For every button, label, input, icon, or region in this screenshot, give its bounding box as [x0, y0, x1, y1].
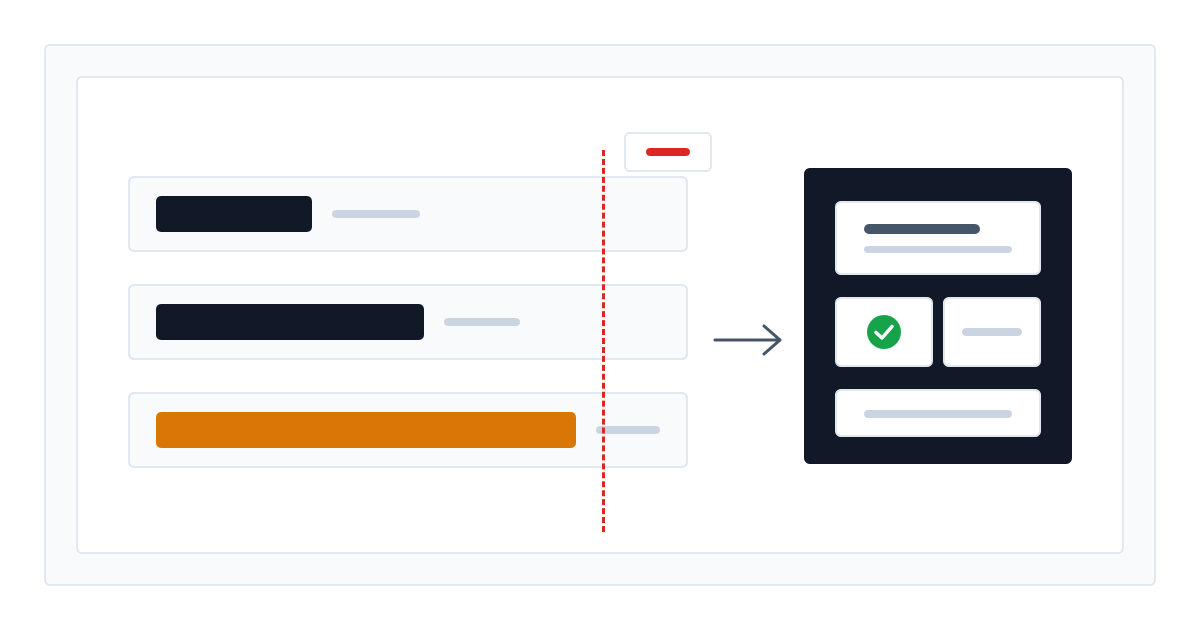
limit-marker	[646, 148, 690, 156]
panel-value-placeholder	[962, 328, 1022, 336]
row-3-caption-placeholder	[596, 426, 660, 434]
row-2-caption-placeholder	[444, 318, 520, 326]
row-2-bar	[156, 304, 424, 340]
panel-subtitle-placeholder	[864, 246, 1012, 253]
check-circle-icon	[867, 315, 901, 349]
panel-footer-placeholder	[864, 410, 1012, 418]
arrow-right-icon	[713, 324, 782, 356]
panel-header-tile	[835, 201, 1041, 275]
panel-title-placeholder	[864, 224, 980, 234]
threshold-line	[602, 150, 605, 532]
row-3-overflow-bar	[156, 412, 576, 448]
row-1-caption-placeholder	[332, 210, 420, 218]
row-1-bar	[156, 196, 312, 232]
